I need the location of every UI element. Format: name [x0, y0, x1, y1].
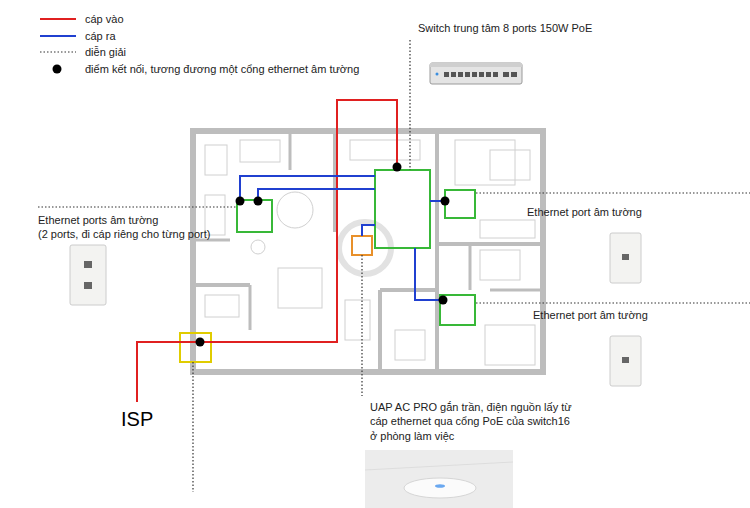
switch-icon-part-part [465, 72, 470, 77]
wall-plate-icon-part [70, 245, 106, 305]
floor-plan-part [249, 285, 252, 330]
floor-plan-part [289, 131, 292, 170]
legend-samples-part [40, 51, 76, 52]
leader-lines-part [476, 192, 750, 193]
floor-plan-part-part [490, 150, 530, 180]
leader-lines-part [409, 40, 410, 170]
switch-icon-part [430, 63, 522, 67]
output-cables-part [258, 189, 375, 201]
floor-plan-part-part [205, 145, 227, 175]
legend-text: điểm kết nối, tương đương một cổng ether… [85, 62, 359, 76]
floor-plan-part [435, 131, 439, 372]
leader-lines-part [192, 362, 193, 492]
floor-plan-part [490, 289, 543, 292]
access-point-photo-part [365, 450, 513, 508]
access-point-photo-part [435, 484, 445, 488]
floor-plan-part-part [205, 295, 239, 317]
wall-plate-icon [610, 336, 641, 386]
callout-text: Ethernet port âm tường [527, 205, 642, 219]
output-cables-part [362, 225, 375, 236]
zone-boxes [180, 170, 475, 362]
floor-plan-part [193, 131, 543, 372]
legend-text: cáp vào [85, 12, 124, 26]
floor-plan [193, 131, 543, 372]
wall-plate-icon-part [622, 254, 629, 260]
connection-dots-part [254, 197, 263, 206]
zone-boxes-part [445, 190, 475, 218]
zone-boxes-part [352, 236, 372, 255]
callout-text: Switch trung tâm 8 ports 150W PoE [418, 21, 592, 35]
output-cables [240, 176, 445, 300]
wall-plate-icon [70, 245, 106, 305]
floor-plan-part [378, 290, 382, 372]
leader-lines [38, 40, 750, 492]
floor-plan-part-part [240, 140, 280, 162]
connection-dots-part [393, 163, 402, 172]
legend-samples [40, 19, 76, 74]
legend-samples-part [40, 18, 76, 20]
floor-plan-part-part [395, 330, 425, 360]
wall-plate-icon-part [84, 282, 92, 289]
legend-samples-part [53, 65, 62, 74]
connection-dots-part [441, 197, 450, 206]
legend-text: cáp ra [85, 29, 116, 43]
floor-plan-part-part [278, 268, 322, 308]
access-point-photo-part [365, 462, 513, 470]
access-point-photo-part [404, 478, 476, 498]
input-cables-part [137, 342, 200, 402]
switch-icon-part-part [486, 72, 491, 77]
switch-icon-part-part [451, 72, 456, 77]
access-point-photo [365, 450, 513, 508]
leader-lines-part [38, 206, 236, 207]
wall-plate-icon-part [622, 357, 629, 363]
leader-lines-part [361, 255, 362, 396]
input-cables [137, 100, 397, 402]
legend-text: diễn giải [85, 45, 126, 59]
leader-lines-part [476, 302, 750, 303]
switch-icon-part-part [458, 72, 463, 77]
zone-boxes-part [375, 170, 430, 248]
floor-plan-part-part [480, 220, 535, 238]
switch-icon-part-part [472, 72, 477, 77]
connection-dots [196, 163, 450, 347]
wall-plate-icon-part [610, 336, 641, 386]
switch-icon-part-part [511, 72, 517, 77]
callout-text: (2 ports, đi cáp riêng cho từng port) [38, 227, 210, 241]
callout-text: Ethernet ports âm tường [38, 213, 158, 227]
floor-plan-part [380, 288, 437, 292]
legend-samples-part [40, 35, 76, 37]
wall-plate-icon-part [84, 261, 92, 268]
connection-dots-part [439, 296, 448, 305]
connection-dots-part [236, 197, 245, 206]
floor-plan-part [205, 140, 535, 365]
input-cables-part [200, 100, 397, 342]
switch-icon-part-part [493, 72, 498, 77]
switch-icon-part-part [503, 72, 509, 77]
switch-icon-part [436, 73, 439, 76]
switch-icon-part [444, 72, 517, 77]
floor-plan-part [193, 283, 250, 287]
wall-plate-icon [610, 233, 641, 283]
connection-dots-part [196, 338, 205, 347]
zone-boxes-part [180, 333, 211, 362]
callout-text: Ethernet port âm tường [533, 308, 648, 322]
callout-text: UAP AC PRO gắn trần, điện nguồn lấy từ c… [370, 400, 575, 443]
floor-plan-part-part [277, 192, 313, 228]
floor-plan-part [437, 242, 543, 246]
floor-plan-part-part [251, 240, 265, 254]
switch-icon [430, 63, 522, 84]
floor-plan-part-part [480, 250, 520, 280]
source-label: ISP [121, 406, 153, 432]
switch-icon-part [430, 63, 522, 84]
floor-plan-part-part [345, 300, 370, 340]
floor-plan-part [469, 244, 472, 290]
floor-plan-part-part [455, 140, 515, 185]
wall-plate-icon-part [610, 233, 641, 283]
switch-icon-part-part [479, 72, 484, 77]
output-cables-part [415, 248, 443, 300]
floor-plan-part-part [485, 325, 535, 365]
switch-icon-part-part [444, 72, 449, 77]
